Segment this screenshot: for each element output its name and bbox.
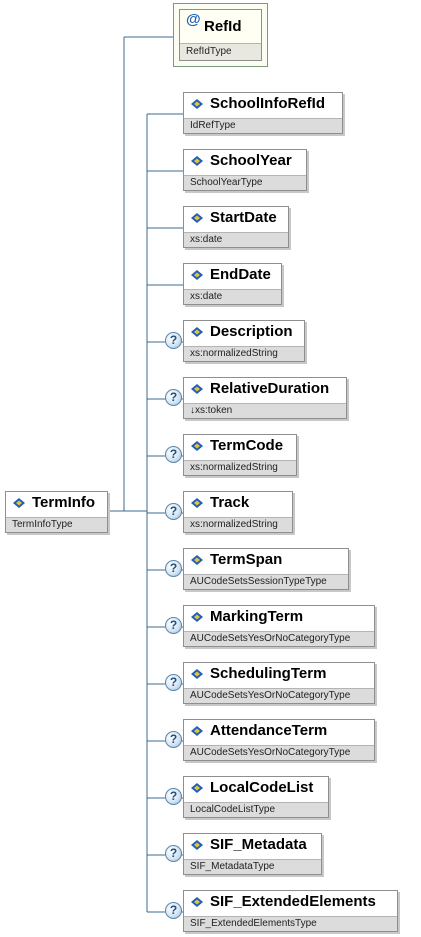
- element-name: LocalCodeList: [210, 779, 314, 796]
- element-track[interactable]: Track xs:normalizedString: [183, 491, 293, 533]
- question-mark-icon: ?: [165, 788, 182, 805]
- element-type: xs:normalizedString: [184, 346, 304, 361]
- element-type: SIF_ExtendedElementsType: [184, 916, 397, 931]
- element-name: AttendanceTerm: [210, 722, 328, 739]
- element-name: RelativeDuration: [210, 380, 330, 397]
- element-name: TermSpan: [210, 551, 283, 568]
- element-type: SIF_MetadataType: [184, 859, 321, 874]
- element-icon: [191, 726, 203, 736]
- element-name: StartDate: [210, 209, 277, 226]
- element-termspan[interactable]: TermSpan AUCodeSetsSessionTypeType: [183, 548, 349, 590]
- element-type: LocalCodeListType: [184, 802, 328, 817]
- element-relativeduration[interactable]: RelativeDuration ↓xs:token: [183, 377, 347, 419]
- element-name: Track: [210, 494, 250, 511]
- element-icon: [191, 156, 203, 166]
- root-element-terminfo[interactable]: TermInfo TermInfoType: [5, 491, 108, 533]
- element-localcodelist[interactable]: LocalCodeList LocalCodeListType: [183, 776, 329, 818]
- attribute-name: RefId: [204, 18, 242, 35]
- element-type: AUCodeSetsYesOrNoCategoryType: [184, 631, 374, 646]
- element-icon: [13, 498, 25, 508]
- element-type: xs:normalizedString: [184, 517, 292, 532]
- root-element-name: TermInfo: [32, 494, 96, 511]
- question-mark-icon: ?: [165, 845, 182, 862]
- element-name: MarkingTerm: [210, 608, 304, 625]
- attribute-refid[interactable]: @ RefId RefIdType: [179, 9, 262, 61]
- question-mark-icon: ?: [165, 902, 182, 919]
- element-schedulingterm[interactable]: SchedulingTerm AUCodeSetsYesOrNoCategory…: [183, 662, 375, 704]
- element-icon: [191, 270, 203, 280]
- element-name: SchedulingTerm: [210, 665, 327, 682]
- element-type: AUCodeSetsYesOrNoCategoryType: [184, 745, 374, 760]
- element-name: TermCode: [210, 437, 284, 454]
- element-icon: [191, 840, 203, 850]
- element-icon: [191, 783, 203, 793]
- element-type: xs:date: [184, 232, 288, 247]
- element-type: SchoolYearType: [184, 175, 306, 190]
- question-mark-icon: ?: [165, 560, 182, 577]
- element-type: AUCodeSetsYesOrNoCategoryType: [184, 688, 374, 703]
- element-sif-extendedelements[interactable]: SIF_ExtendedElements SIF_ExtendedElement…: [183, 890, 398, 932]
- element-termcode[interactable]: TermCode xs:normalizedString: [183, 434, 297, 476]
- question-mark-icon: ?: [165, 446, 182, 463]
- attribute-type: RefIdType: [180, 43, 261, 60]
- element-enddate[interactable]: EndDate xs:date: [183, 263, 282, 305]
- element-type: IdRefType: [184, 118, 342, 133]
- element-markingterm[interactable]: MarkingTerm AUCodeSetsYesOrNoCategoryTyp…: [183, 605, 375, 647]
- at-sign-icon: @: [186, 11, 201, 28]
- element-icon: [191, 441, 203, 451]
- element-icon: [191, 612, 203, 622]
- element-name: SIF_ExtendedElements: [210, 893, 376, 910]
- question-mark-icon: ?: [165, 389, 182, 406]
- attributes-group: @ RefId RefIdType: [173, 3, 268, 67]
- element-icon: [191, 384, 203, 394]
- element-icon: [191, 327, 203, 337]
- element-icon: [191, 498, 203, 508]
- element-schoolyear[interactable]: SchoolYear SchoolYearType: [183, 149, 307, 191]
- root-element-type: TermInfoType: [6, 517, 107, 532]
- element-type: ↓xs:token: [184, 403, 346, 418]
- element-type: xs:date: [184, 289, 281, 304]
- element-sif-metadata[interactable]: SIF_Metadata SIF_MetadataType: [183, 833, 322, 875]
- element-startdate[interactable]: StartDate xs:date: [183, 206, 289, 248]
- question-mark-icon: ?: [165, 674, 182, 691]
- element-name: EndDate: [210, 266, 271, 283]
- element-description[interactable]: Description xs:normalizedString: [183, 320, 305, 362]
- element-icon: [191, 669, 203, 679]
- element-icon: [191, 555, 203, 565]
- element-type: xs:normalizedString: [184, 460, 296, 475]
- element-attendanceterm[interactable]: AttendanceTerm AUCodeSetsYesOrNoCategory…: [183, 719, 375, 761]
- element-icon: [191, 213, 203, 223]
- element-name: SchoolInfoRefId: [210, 95, 325, 112]
- question-mark-icon: ?: [165, 617, 182, 634]
- element-schoolinforefid[interactable]: SchoolInfoRefId IdRefType: [183, 92, 343, 134]
- element-icon: [191, 99, 203, 109]
- question-mark-icon: ?: [165, 503, 182, 520]
- question-mark-icon: ?: [165, 332, 182, 349]
- element-name: Description: [210, 323, 293, 340]
- element-name: SIF_Metadata: [210, 836, 307, 853]
- element-name: SchoolYear: [210, 152, 292, 169]
- question-mark-icon: ?: [165, 731, 182, 748]
- element-type: AUCodeSetsSessionTypeType: [184, 574, 348, 589]
- element-icon: [191, 897, 203, 907]
